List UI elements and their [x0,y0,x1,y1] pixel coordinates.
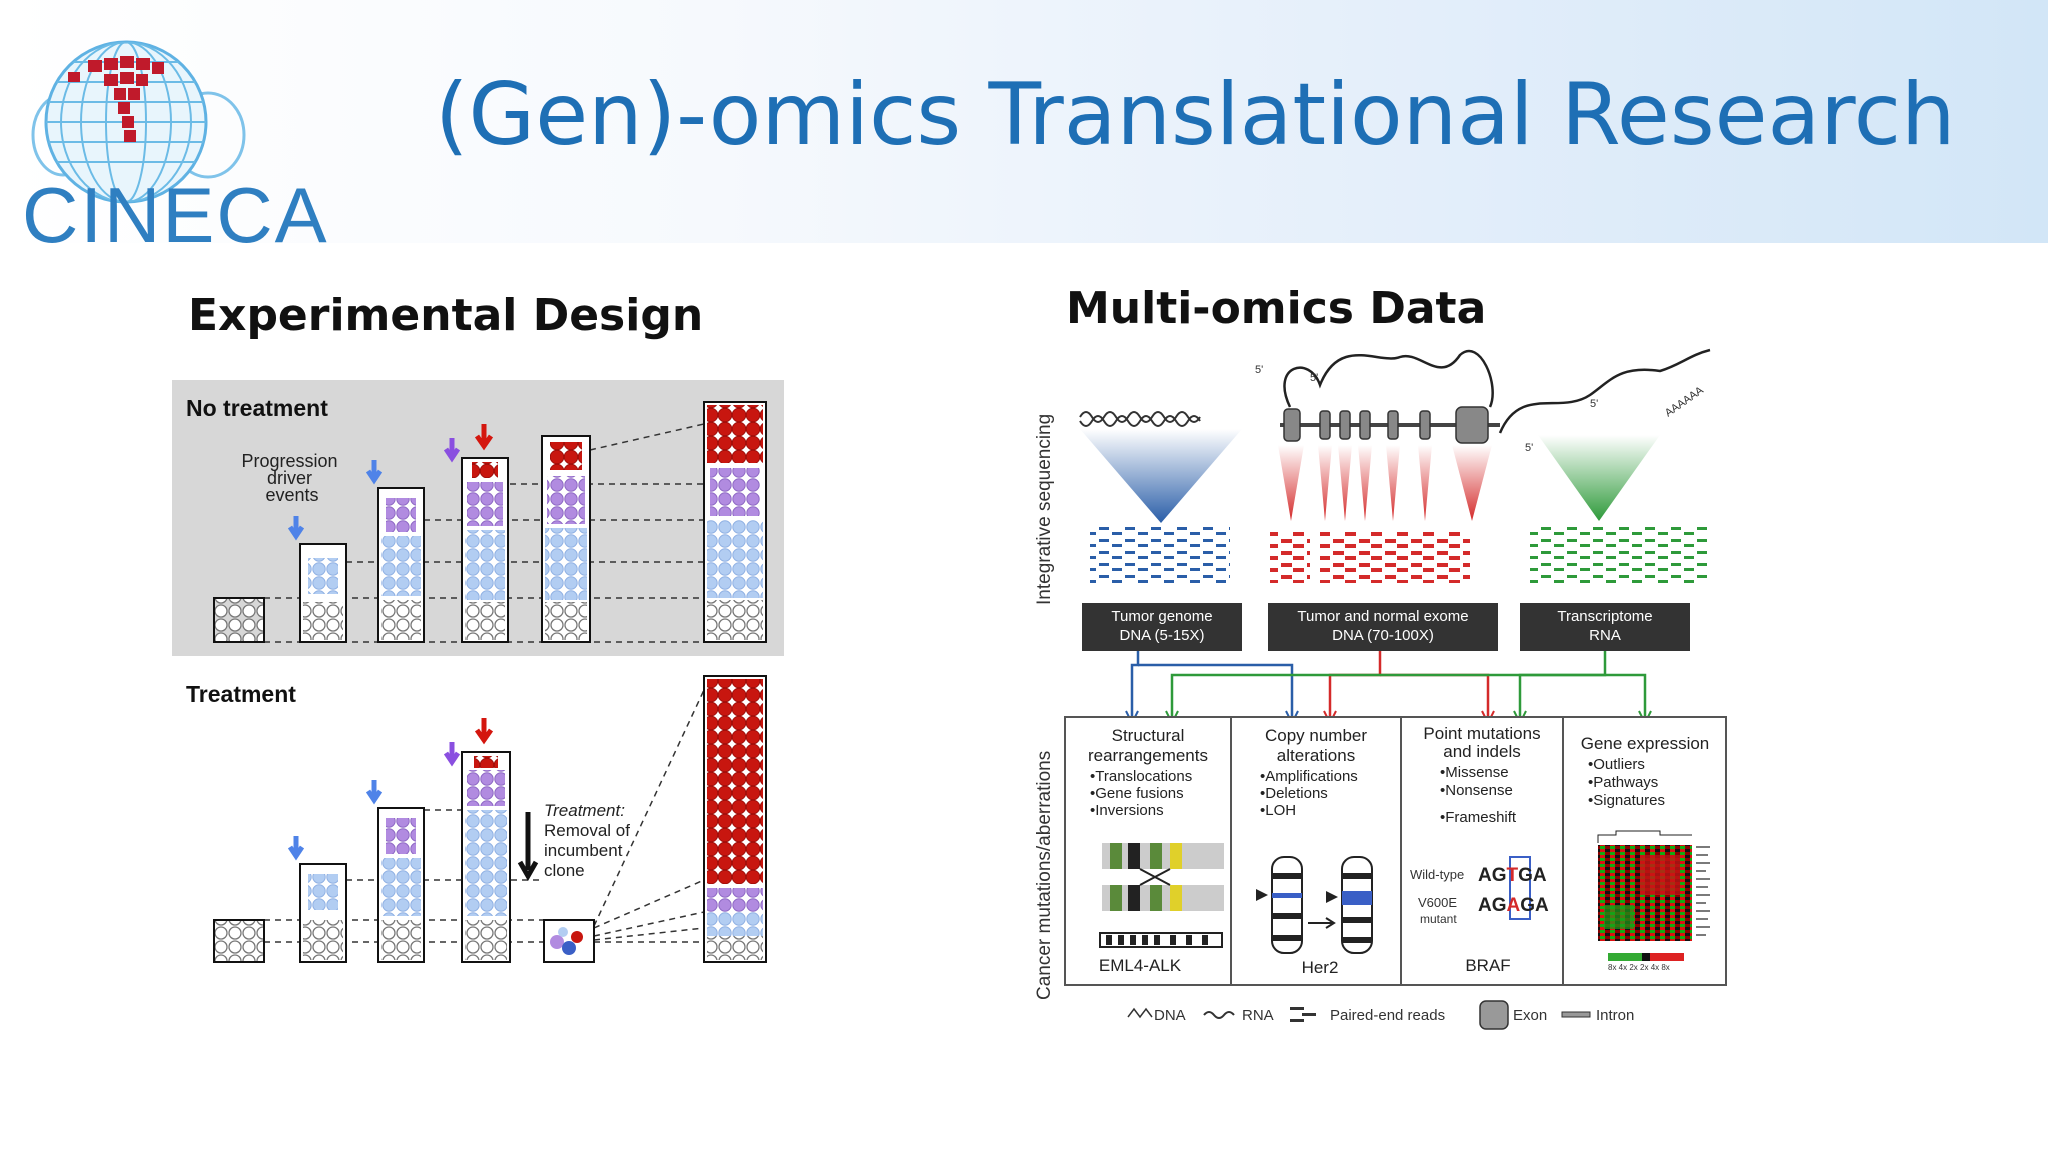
svg-text:RNA: RNA [1242,1007,1274,1024]
svg-text:Paired-end reads: Paired-end reads [1330,1007,1445,1024]
exon-legend-icon [1479,1000,1509,1030]
polya-label: AAAAAA [1663,384,1706,419]
svg-text:alterations: alterations [1277,746,1355,765]
svg-text:DNA (70-100X): DNA (70-100X) [1332,627,1434,644]
driver-arrows-bottom [287,718,539,882]
dna-legend-icon [1127,1007,1153,1019]
svg-text:AGAGA: AGAGA [1478,895,1549,916]
svg-text:•Translocations: •Translocations [1090,768,1192,785]
driver-arrows-top [287,424,494,541]
svg-text:•Frameshift: •Frameshift [1440,809,1517,826]
svg-text:•Pathways: •Pathways [1588,774,1658,791]
five-prime-label: 5' [1525,442,1533,454]
svg-text:DNA (5-15X): DNA (5-15X) [1119,627,1204,644]
intron-legend-icon [1561,1011,1591,1018]
slide-title: (Gen)-omics Translational Research [435,65,1956,165]
clone-box [377,807,425,963]
logo-red-map [68,56,164,142]
five-prime-label: 5' [1590,398,1598,410]
reads-legend-icon [1290,1007,1316,1022]
svg-text:Copy number: Copy number [1265,726,1367,745]
seq-box-exome: Tumor and normal exome DNA (70-100X) [1268,603,1498,651]
logo-text: CINECA [22,171,329,259]
svg-text:•Inversions: •Inversions [1090,802,1164,819]
svg-text:Intron: Intron [1596,1007,1634,1024]
expression-heatmap: 8x 4x 2x 2x 4x 8x [1597,830,1710,972]
no-treatment-label: No treatment [186,395,328,421]
five-prime-label: 5' [1310,372,1318,384]
treatment-note: Treatment: Removal of incumbent clone [544,801,635,880]
clone-box [541,435,591,643]
svg-text:•Signatures: •Signatures [1588,792,1665,809]
svg-text:V600E: V600E [1418,895,1457,910]
driver-events-label: Progression driver events [241,451,342,505]
clone-box [377,487,425,643]
svg-text:Structural: Structural [1112,726,1185,745]
clone-box [703,675,767,963]
genome-reads [1090,527,1230,587]
svg-text:•LOH: •LOH [1260,802,1296,819]
svg-text:•Amplifications: •Amplifications [1260,768,1358,785]
seq-box-transcriptome: Transcriptome RNA [1520,603,1690,651]
svg-text:and indels: and indels [1443,742,1521,761]
exome-reads [1270,531,1310,583]
dna-helix-icon [1079,411,1201,423]
copy-number-chromosomes [1256,856,1373,954]
data-flow-connectors [1130,651,1647,717]
multi-omics-figure: Integrative sequencing Cancer mutations/… [1034,348,1727,1030]
clone-box [461,457,509,643]
seq-box-genome: Tumor genome DNA (5-15X) [1082,603,1242,651]
cineca-globe-icon [31,40,246,204]
svg-text:DNA: DNA [1154,1007,1186,1024]
experimental-design-figure: No treatment Progression driver events [172,380,784,982]
clone-box [213,597,265,643]
svg-text:BRAF: BRAF [1465,956,1510,975]
svg-text:•Deletions: •Deletions [1260,785,1328,802]
svg-text:•Nonsense: •Nonsense [1440,782,1513,799]
mrna-strand-icon [1498,348,1711,434]
rna-strand-icon [1283,349,1494,408]
translocation-diagram [1099,843,1224,948]
svg-text:Wild-type: Wild-type [1410,867,1464,882]
svg-text:•Missense: •Missense [1440,764,1509,781]
svg-text:Her2: Her2 [1302,958,1339,977]
clone-box [299,543,347,643]
svg-text:RNA: RNA [1589,627,1621,644]
svg-text:AGTGA: AGTGA [1478,865,1547,886]
exome-coverage-spikes [1278,445,1492,521]
rna-legend-icon [1203,1011,1235,1019]
svg-text:mutant: mutant [1420,912,1457,926]
svg-text:Point mutations: Point mutations [1423,724,1540,743]
svg-text:Gene expression: Gene expression [1581,734,1710,753]
exon-icons [1283,406,1489,444]
figure-legend: DNA RNA Paired-end reads Exon Intron [1127,1000,1634,1030]
svg-text:•Gene fusions: •Gene fusions [1090,785,1184,802]
svg-text:Transcriptome: Transcriptome [1557,608,1652,625]
transcriptome-reads [1530,527,1710,585]
clone-box [461,751,511,963]
panel-point-mutations [1400,716,1564,986]
side-label-integrative: Integrative sequencing [1034,414,1055,605]
svg-text:rearrangements: rearrangements [1088,746,1208,765]
treatment-label: Treatment [186,681,296,707]
clone-box [213,919,265,963]
five-prime-label: 5' [1255,364,1263,376]
exome-reads [1320,531,1470,583]
side-label-cancer: Cancer mutations/aberrations [1034,751,1055,1000]
transcriptome-coverage-triangle [1538,435,1660,521]
svg-text:•Outliers: •Outliers [1588,756,1645,773]
multi-omics-heading: Multi-omics Data [1066,283,1487,334]
svg-text:8x 4x 2x 2x 4x 8x: 8x 4x 2x 2x 4x 8x [1608,963,1670,972]
svg-text:Tumor genome: Tumor genome [1111,608,1212,625]
experimental-design-heading: Experimental Design [188,290,704,341]
genome-coverage-triangle [1080,429,1242,523]
svg-text:Tumor and normal exome: Tumor and normal exome [1297,608,1468,625]
point-mutation-sequence: Wild-type V600E mutant AGTGA AGAGA [1410,856,1549,926]
clone-box [543,919,595,963]
clone-box [703,401,767,643]
svg-text:Exon: Exon [1513,1007,1547,1024]
svg-text:EML4-ALK: EML4-ALK [1099,956,1182,975]
title-bar [0,0,2048,243]
clone-box [299,863,347,963]
